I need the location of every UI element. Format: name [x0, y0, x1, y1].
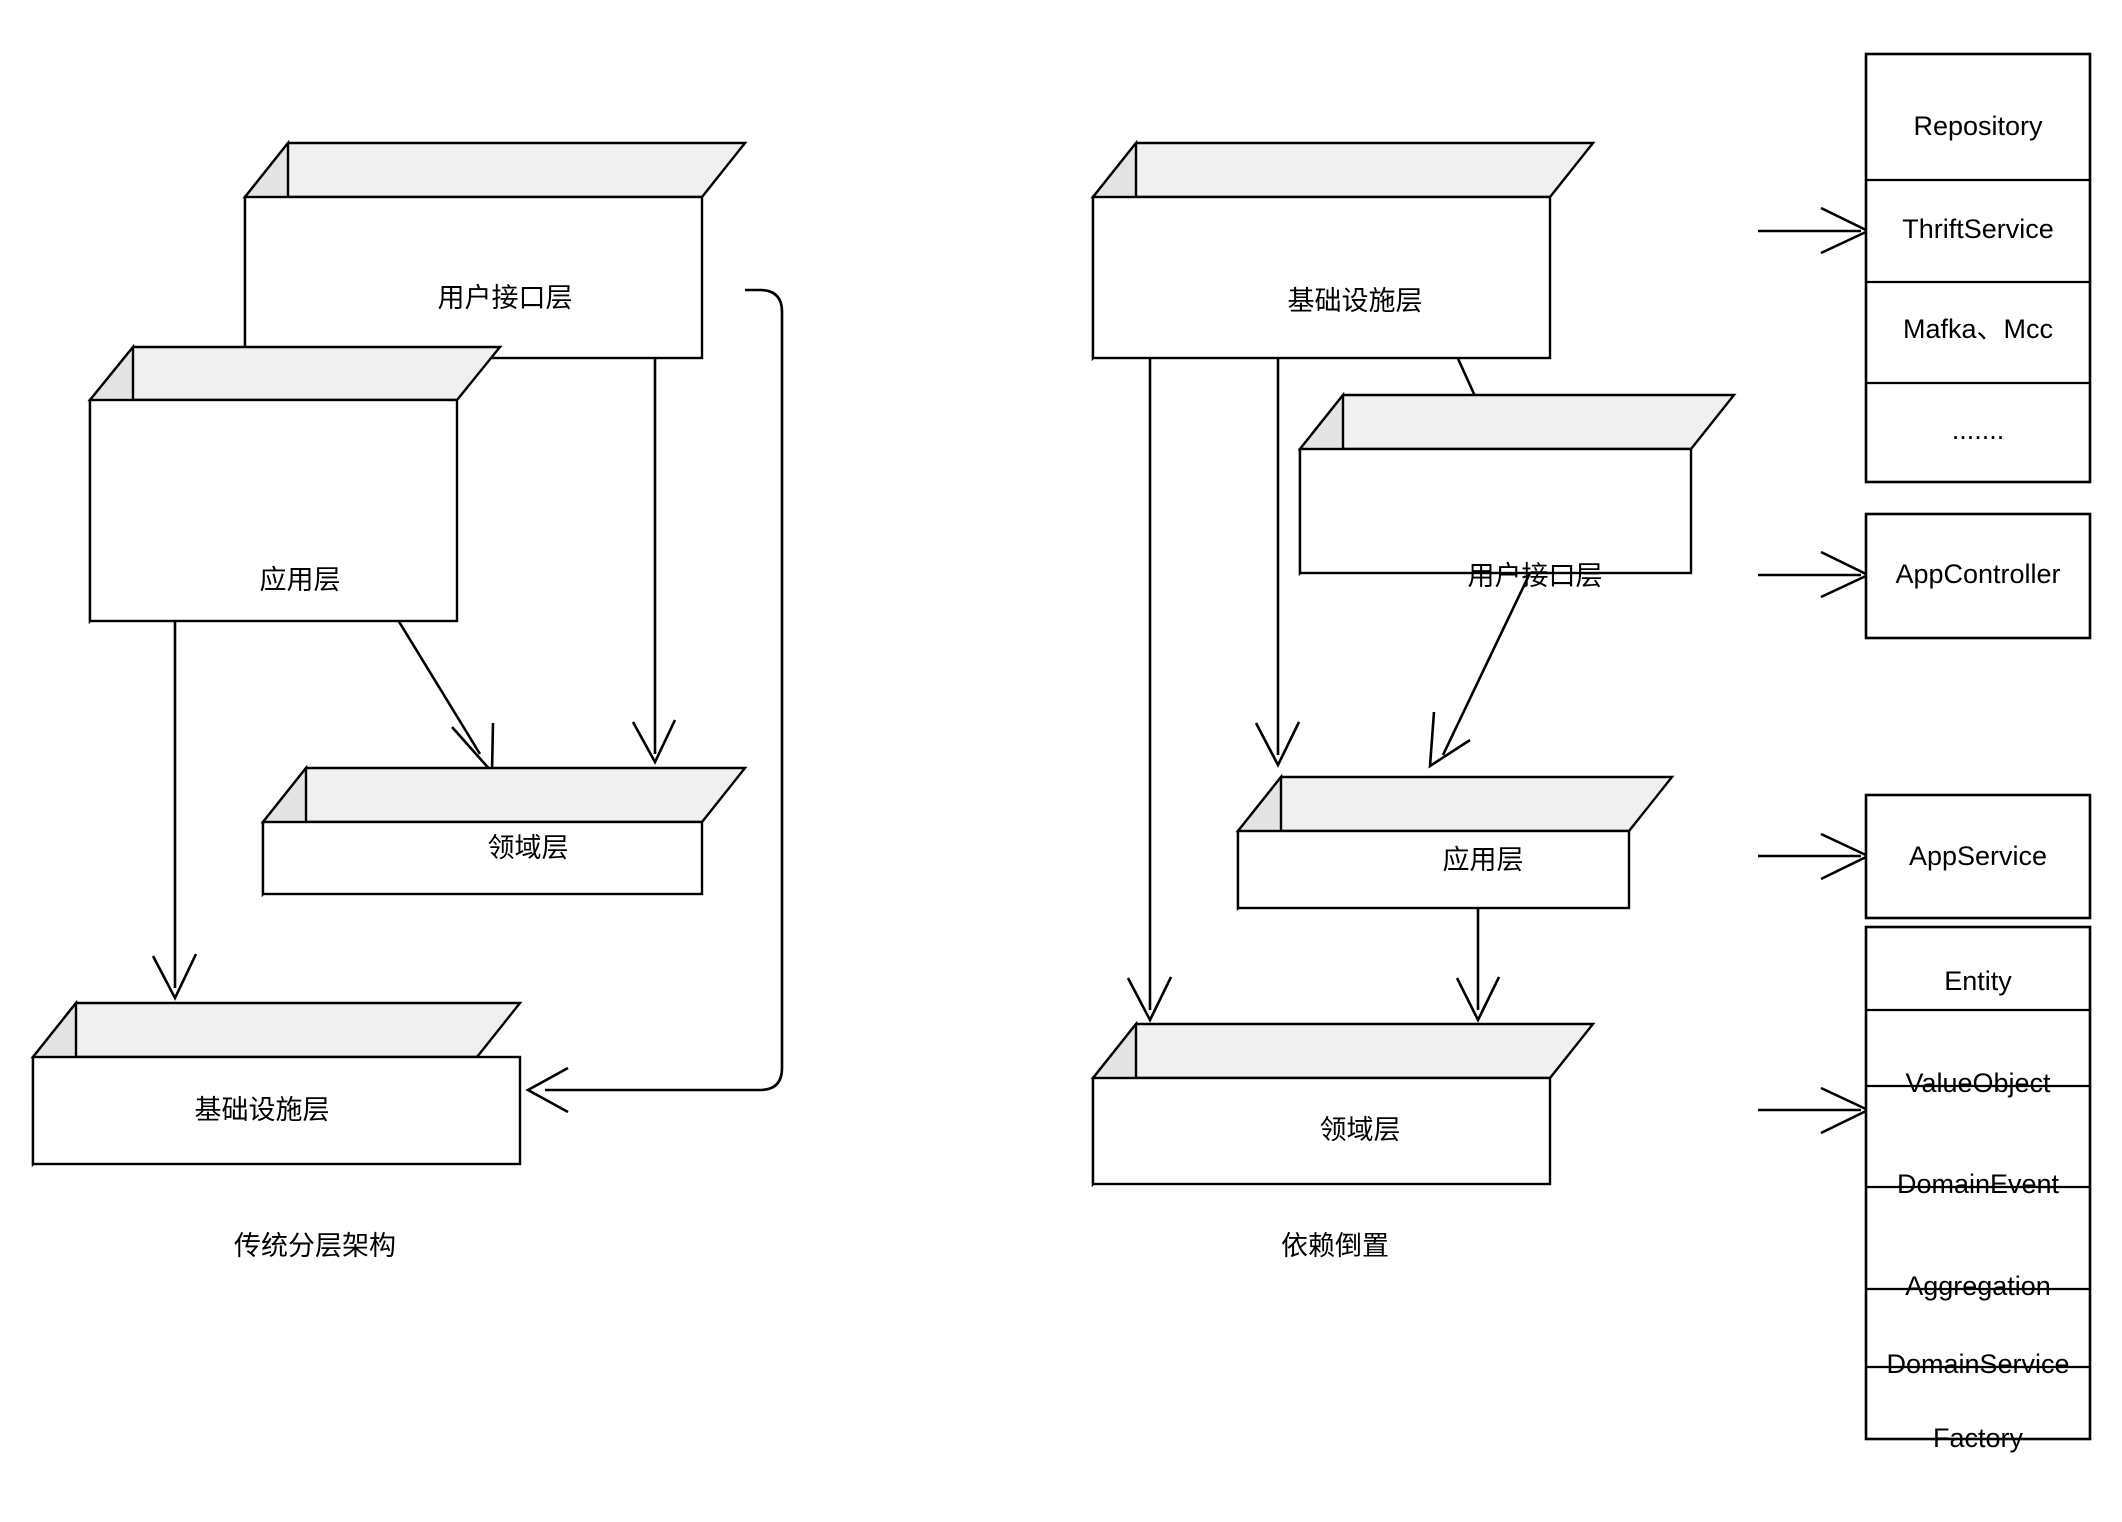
layer-box-app-right[interactable]: 应用层: [1235, 773, 1675, 912]
connector-ui-to-domain-left: [631, 352, 677, 765]
list-item: ThriftService: [1902, 214, 2054, 244]
layer-label: 应用层: [1443, 845, 1524, 875]
layer-box-domain-left[interactable]: 领域层: [260, 764, 748, 898]
list-item: DomainEvent: [1897, 1169, 2060, 1199]
layer-box-ui-left[interactable]: 用户接口层: [242, 139, 748, 362]
caption-left: 传统分层架构: [234, 1231, 396, 1261]
list-item: .......: [1952, 415, 2005, 445]
layer-label: 用户接口层: [1468, 561, 1603, 591]
connector-infra-to-app-right: [1254, 352, 1301, 768]
connector-app-to-domain-left: [396, 619, 495, 776]
connector-infra-to-domain-right: [1126, 352, 1173, 1023]
layer-box-domain-right[interactable]: 领域层: [1090, 1020, 1596, 1188]
connector-domain-to-components-list: [1758, 1086, 1872, 1135]
list-item: ValueObject: [1905, 1068, 2051, 1098]
connector-ui-to-appcontroller: [1758, 550, 1872, 599]
layer-box-ui-right[interactable]: 用户接口层: [1297, 391, 1737, 591]
layer-label: 领域层: [488, 833, 569, 863]
connector-ui-to-infra-left: [525, 288, 784, 1114]
list-item: AppService: [1909, 841, 2047, 871]
layer-box-infra-left[interactable]: 基础设施层: [30, 999, 523, 1168]
list-item: DomainService: [1886, 1349, 2069, 1379]
list-item: Aggregation: [1905, 1271, 2051, 1301]
annotation-list-application[interactable]: AppService: [1864, 793, 2092, 920]
connector-infra-to-components-list: [1758, 206, 1872, 255]
caption-right: 依赖倒置: [1281, 1231, 1389, 1261]
list-item: Repository: [1913, 111, 2043, 141]
annotation-list-domain[interactable]: Entity ValueObject DomainEvent Aggregati…: [1864, 925, 2092, 1453]
list-item: AppController: [1895, 559, 2060, 589]
connector-ui-to-app-right: [1428, 572, 1532, 769]
connector-app-to-infra-left: [151, 620, 198, 1001]
connector-app-to-appservice: [1758, 832, 1872, 881]
list-item: Factory: [1933, 1423, 2024, 1453]
layer-box-app-left[interactable]: 应用层: [87, 343, 503, 625]
layer-label: 基础设施层: [1288, 286, 1423, 316]
layer-label: 用户接口层: [438, 283, 573, 313]
layer-label: 领域层: [1320, 1115, 1401, 1145]
annotation-list-ui[interactable]: AppController: [1864, 512, 2092, 640]
layer-box-infra-right[interactable]: 基础设施层: [1090, 139, 1596, 362]
layer-label: 基础设施层: [195, 1095, 330, 1125]
layer-label: 应用层: [260, 565, 341, 595]
annotation-list-infrastructure[interactable]: Repository ThriftService Mafka、Mcc .....…: [1864, 52, 2092, 484]
list-item: Mafka、Mcc: [1903, 314, 2053, 344]
list-item: Entity: [1944, 966, 2012, 996]
